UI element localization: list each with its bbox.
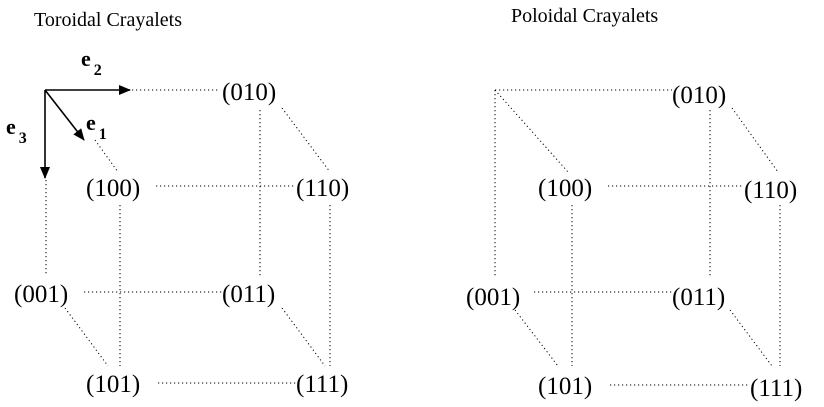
e1-label-main: e bbox=[86, 110, 96, 135]
node-111-r: (111) bbox=[750, 375, 802, 402]
e3-label-main: e bbox=[6, 114, 16, 139]
left-panel-title: Toroidal Crayalets bbox=[34, 9, 182, 31]
edge-000-100 bbox=[94, 139, 119, 173]
node-001-r: (001) bbox=[466, 284, 520, 311]
edge-010-110-r bbox=[731, 107, 779, 173]
e3-label-sub: 3 bbox=[19, 130, 27, 147]
left-cube-edges bbox=[45, 89, 331, 384]
left-node-labels: (010) (100) (110) (001) (011) (101) (111… bbox=[14, 79, 349, 398]
e1-arrow bbox=[44, 89, 85, 141]
edge-011-111-r bbox=[729, 309, 773, 367]
node-011-r: (011) bbox=[672, 284, 725, 311]
node-010-r: (010) bbox=[672, 82, 726, 109]
e2-label-sub: 2 bbox=[94, 62, 102, 79]
right-node-labels: (010) (100) (110) (001) (011) (101) (111… bbox=[466, 82, 802, 402]
right-panel-title: Poloidal Crayalets bbox=[511, 5, 658, 27]
edge-011-111 bbox=[281, 307, 326, 367]
right-cube-edges bbox=[494, 89, 781, 386]
node-111: (111) bbox=[296, 371, 348, 398]
right-panel: Poloidal Crayalets (010) (100) (110) (00… bbox=[466, 5, 802, 402]
node-010: (010) bbox=[222, 79, 276, 106]
edge-010-110 bbox=[281, 107, 331, 173]
node-001: (001) bbox=[14, 281, 68, 308]
node-110-r: (110) bbox=[744, 177, 797, 204]
e2-label-main: e bbox=[81, 46, 91, 71]
edge-001-101-r bbox=[514, 309, 559, 367]
node-101-r: (101) bbox=[538, 373, 592, 400]
edge-000-100-r bbox=[494, 89, 569, 173]
node-110: (110) bbox=[296, 175, 349, 202]
node-100-r: (100) bbox=[538, 175, 592, 202]
node-011: (011) bbox=[222, 281, 275, 308]
node-101: (101) bbox=[86, 371, 140, 398]
e1-label-sub: 1 bbox=[99, 126, 107, 143]
node-100: (100) bbox=[86, 175, 140, 202]
edge-001-101 bbox=[64, 307, 109, 367]
